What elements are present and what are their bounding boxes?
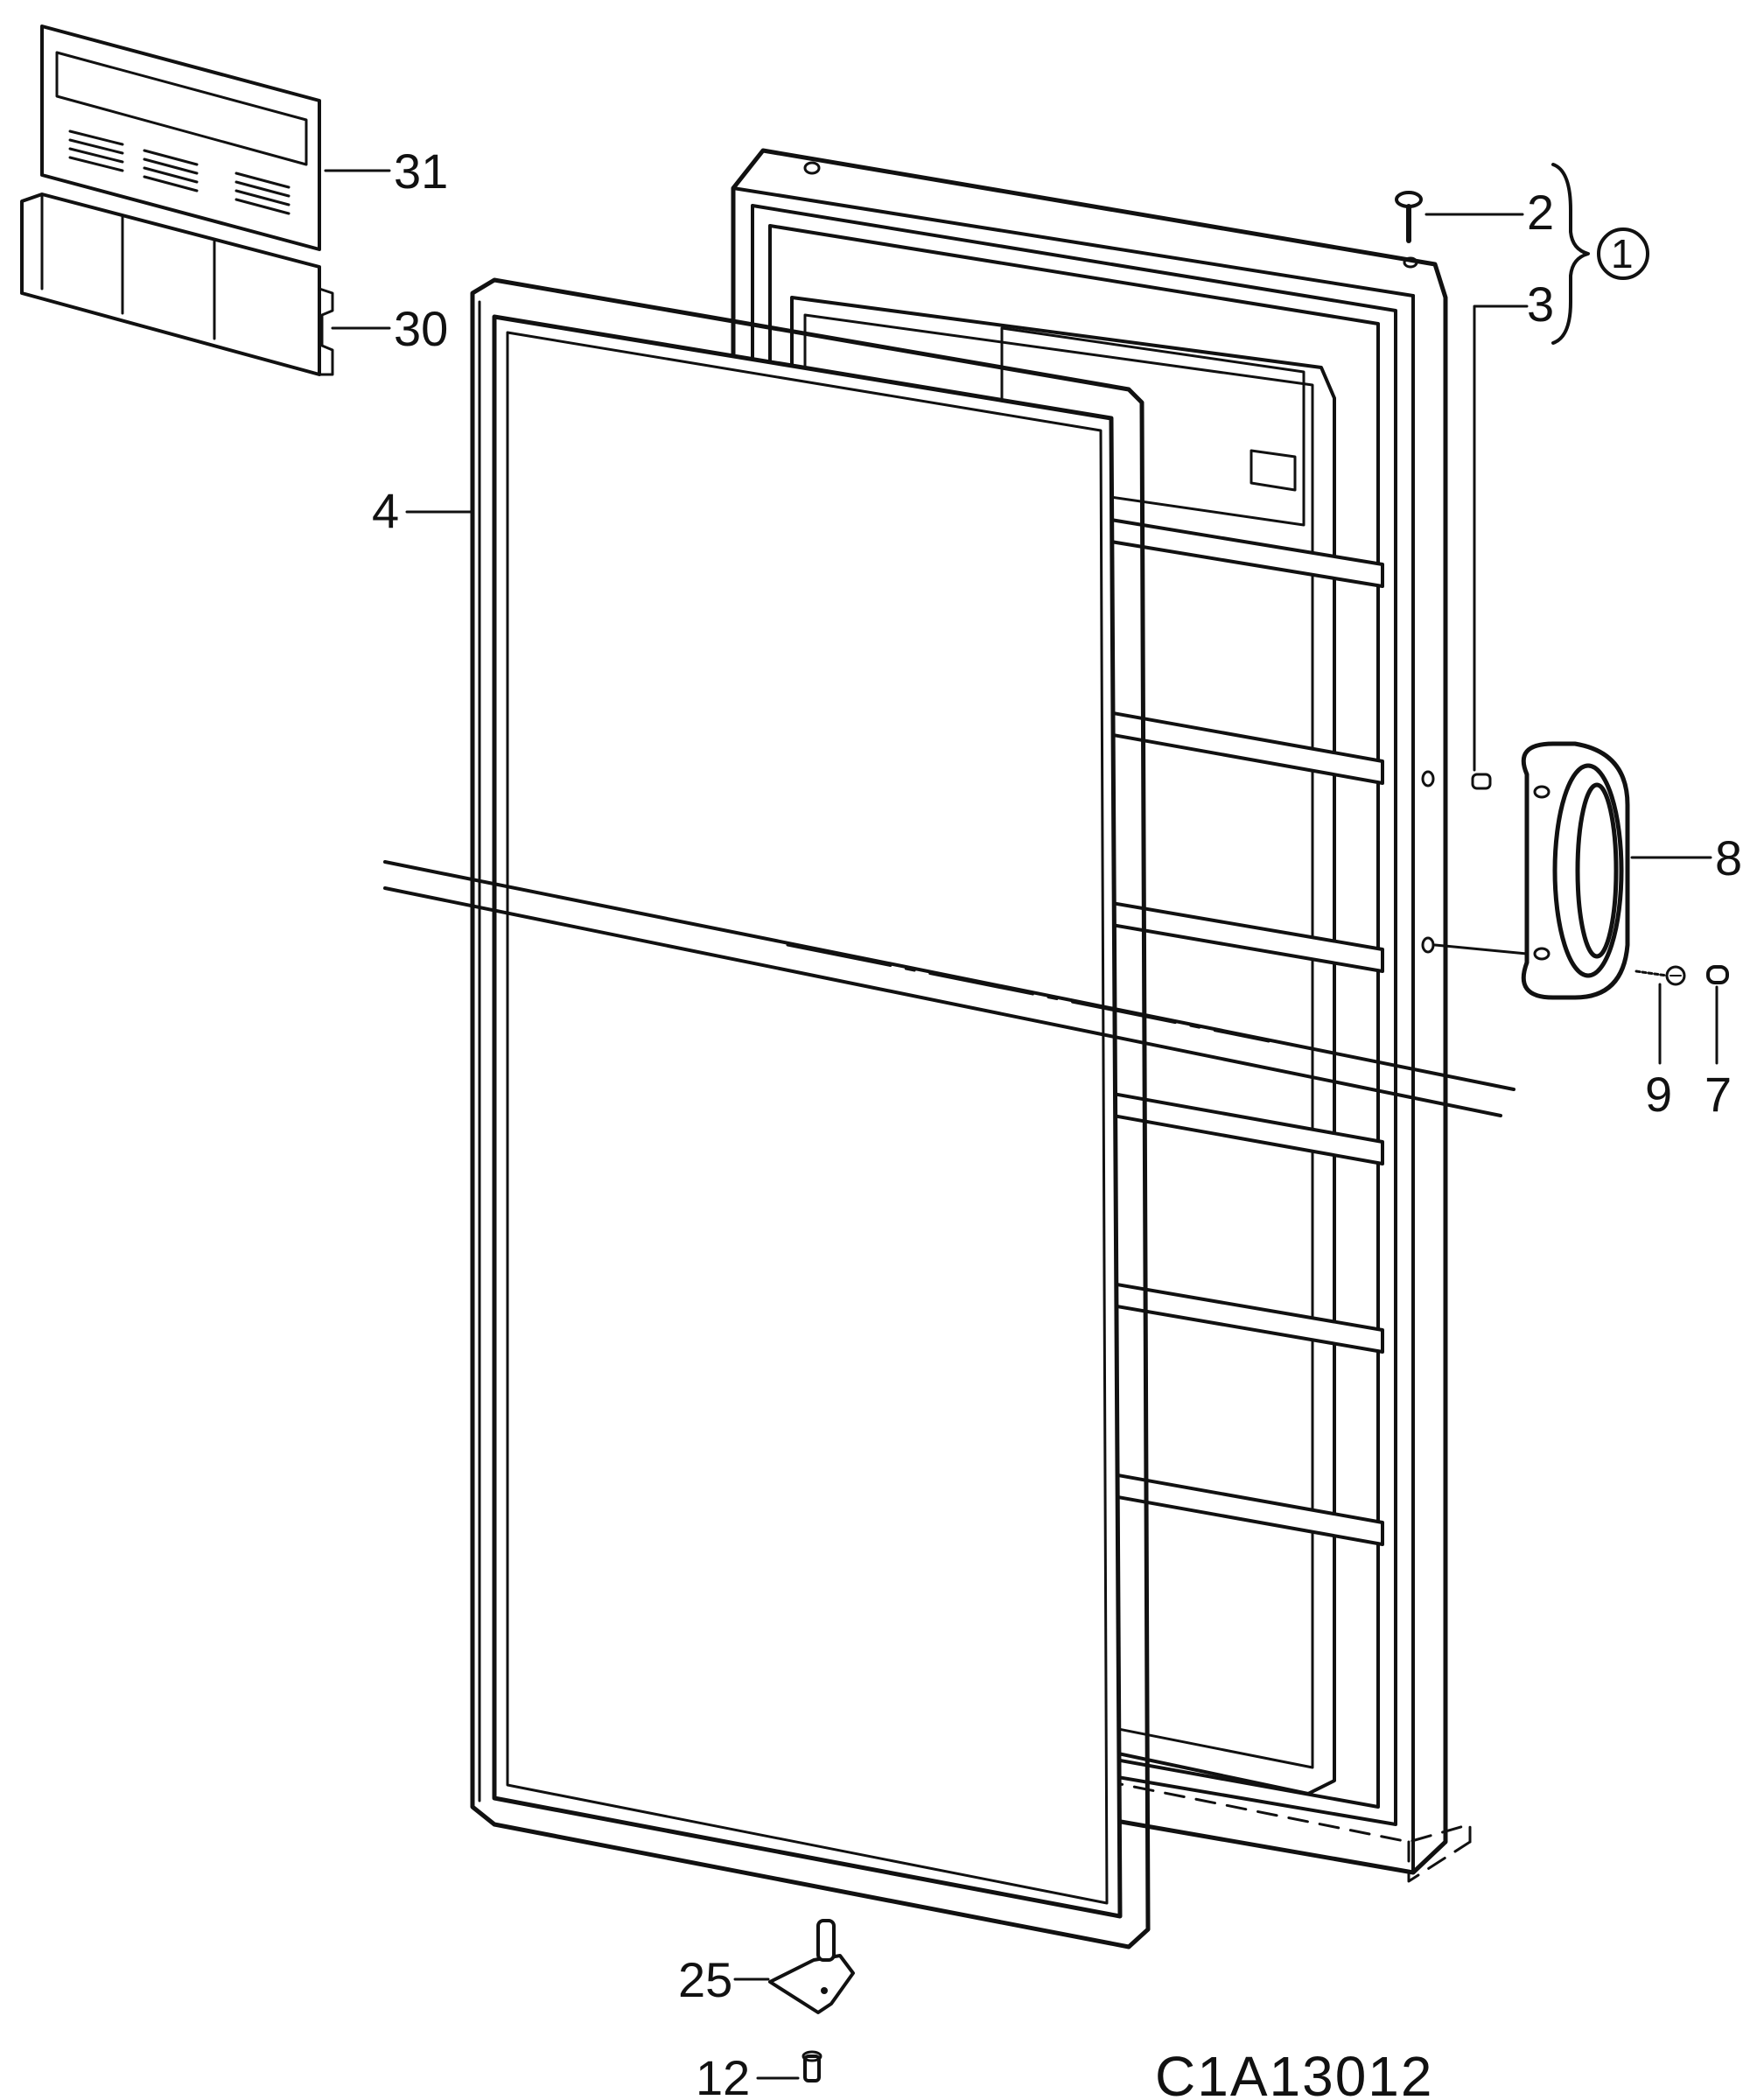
drawing-code: C1A13012 xyxy=(1155,2045,1433,2100)
callout-3: 3 xyxy=(1527,276,1554,332)
plug-3 xyxy=(1471,773,1492,790)
callout-25: 25 xyxy=(678,1952,732,2007)
door-handle xyxy=(1521,741,1630,1000)
callout-8: 8 xyxy=(1715,830,1742,886)
screw-9 xyxy=(1634,965,1686,986)
hinge-bracket-25 xyxy=(768,1919,855,2014)
cap-7 xyxy=(1706,965,1729,984)
callout-2: 2 xyxy=(1527,185,1554,240)
break-line xyxy=(383,860,1516,1117)
callout-12: 12 xyxy=(696,2050,750,2100)
screw-2 xyxy=(1395,191,1423,243)
leader-lines xyxy=(324,169,1718,2080)
callout-1: 1 xyxy=(1611,231,1634,276)
callout-7: 7 xyxy=(1704,1067,1732,1122)
group-1-circle xyxy=(1597,228,1649,280)
callout-31: 31 xyxy=(394,144,448,199)
callout-9: 9 xyxy=(1645,1067,1672,1122)
callout-30: 30 xyxy=(394,301,448,356)
screw-12 xyxy=(802,2050,822,2082)
door-gasket xyxy=(470,277,1151,1950)
callout-4: 4 xyxy=(372,483,399,538)
control-strip-30 xyxy=(20,192,334,376)
group-brace xyxy=(1551,163,1590,345)
vent-panel-31 xyxy=(40,24,321,251)
